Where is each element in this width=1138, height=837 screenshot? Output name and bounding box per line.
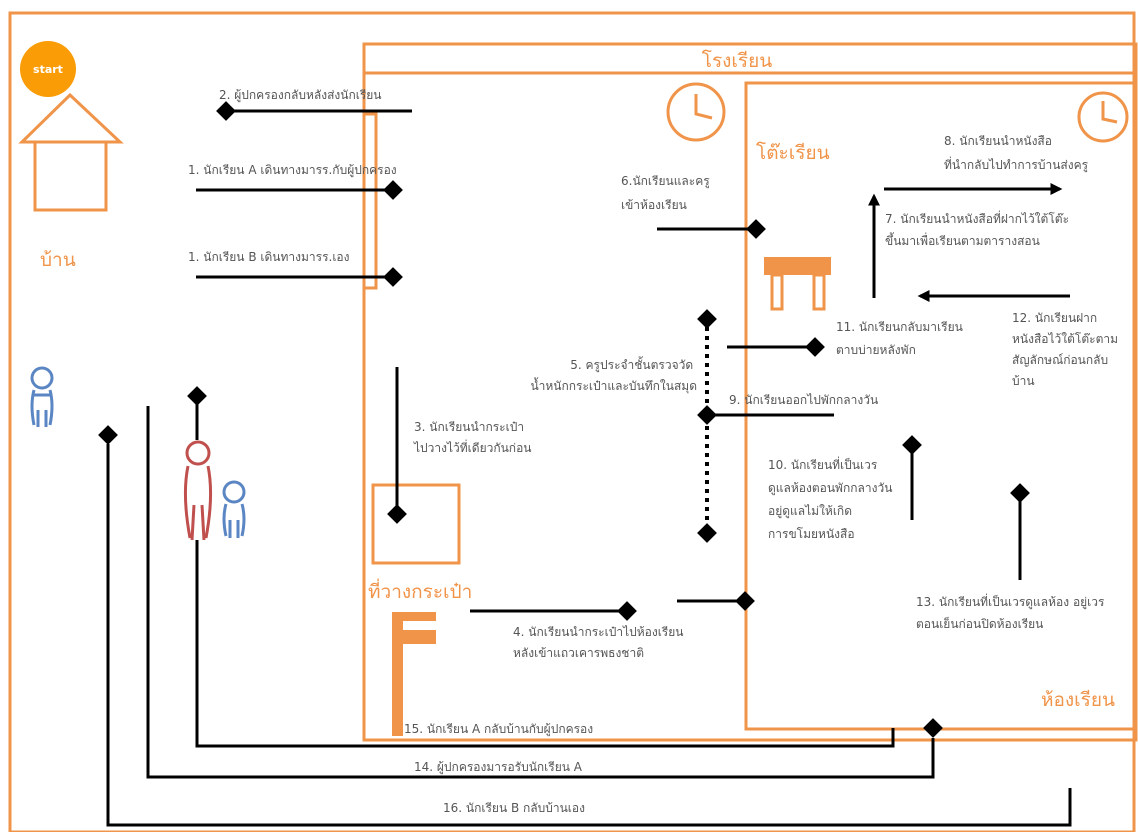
node	[697, 309, 717, 329]
step-5-label: 5. ครูประจำชั้นตรวจวัด น้ำหนักกระเป๋าและ…	[530, 356, 697, 394]
school-label: โรงเรียน	[702, 49, 773, 72]
node	[1010, 483, 1030, 503]
node	[383, 180, 403, 200]
person-icon	[222, 480, 246, 538]
step-2-label: 2. ผู้ปกครองกลับหลังส่งนักเรียน	[219, 88, 382, 103]
node	[697, 405, 717, 425]
node	[805, 337, 825, 357]
bag-area-label: ที่วางกระเป๋า	[368, 578, 472, 603]
node	[187, 386, 207, 406]
node	[216, 101, 236, 121]
classroom-label: ห้องเรียน	[1041, 689, 1115, 711]
connectors	[106, 109, 1072, 827]
step-9-label: 9. นักเรียนออกไปพักกลางวัน	[729, 393, 878, 407]
step-3-label: 3. นักเรียนนำกระเป๋า ไปวางไว้ที่เดียวกัน…	[413, 420, 531, 455]
person-icon	[183, 440, 213, 541]
clock-icon	[1077, 91, 1129, 143]
step-13-label: 13. นักเรียนที่เป็นเวรดูแลห้อง อยู่เวร ต…	[916, 593, 1108, 631]
step-1a-label: 1. นักเรียน A เดินทางมารร.กับผู้ปกครอง	[188, 163, 397, 178]
connector-step-14	[146, 406, 935, 779]
node	[735, 591, 755, 611]
step-12-label: 12. นักเรียนฝาก หนังสือไว้ใต้โต๊ะตาม สัญ…	[1012, 311, 1122, 388]
connector-step-15	[195, 540, 895, 748]
step-4-label: 4. นักเรียนนำกระเป๋าไปห้องเรียน หลังเข้า…	[513, 625, 687, 660]
step-1b-label: 1. นักเรียน B เดินทางมารร.เอง	[188, 250, 350, 264]
house-icon	[18, 92, 124, 212]
node	[617, 601, 637, 621]
step-11-label: 11. นักเรียนกลับมาเรียน ตาบบ่ายหลังพัก	[836, 320, 967, 357]
desk-icon	[764, 257, 831, 311]
nodes	[98, 101, 1030, 738]
bag-shelf-icon	[392, 612, 436, 736]
node	[697, 523, 717, 543]
node	[923, 718, 943, 738]
node	[383, 267, 403, 287]
desk-label: โต๊ะเรียน	[756, 141, 830, 164]
bag-area-box	[371, 483, 461, 565]
start-label: start	[33, 63, 63, 76]
step-8-label: 8. นักเรียนนำหนังสือ ที่นำกลับไปทำการบ้า…	[944, 134, 1089, 173]
step-15-label: 15. นักเรียน A กลับบ้านกับผู้ปกครอง	[404, 722, 593, 737]
step-6-label: 6.นักเรียนและครู เข้าห้องเรียน	[621, 174, 714, 212]
home-label: บ้าน	[40, 249, 76, 271]
node	[387, 504, 407, 524]
step-14-label: 14. ผู้ปกครองมารอรับนักเรียน A	[414, 760, 583, 775]
step-16-label: 16. นักเรียน B กลับบ้านเอง	[443, 801, 585, 815]
connector-step-16	[106, 444, 1072, 827]
start-badge: start	[20, 41, 76, 97]
node	[746, 219, 766, 239]
step-10-label: 10. นักเรียนที่เป็นเวร ดูแลห้องตอนพักกลา…	[768, 456, 896, 541]
clock-icon	[666, 82, 726, 142]
entrance-strip	[362, 112, 378, 290]
person-icon	[30, 366, 54, 427]
school-frame	[362, 42, 1138, 742]
step-7-label: 7. นักเรียนนำหนังสือที่ฝากไว้ใต้โต๊ะ ขึ้…	[885, 210, 1073, 248]
node	[98, 425, 118, 445]
node	[902, 435, 922, 455]
